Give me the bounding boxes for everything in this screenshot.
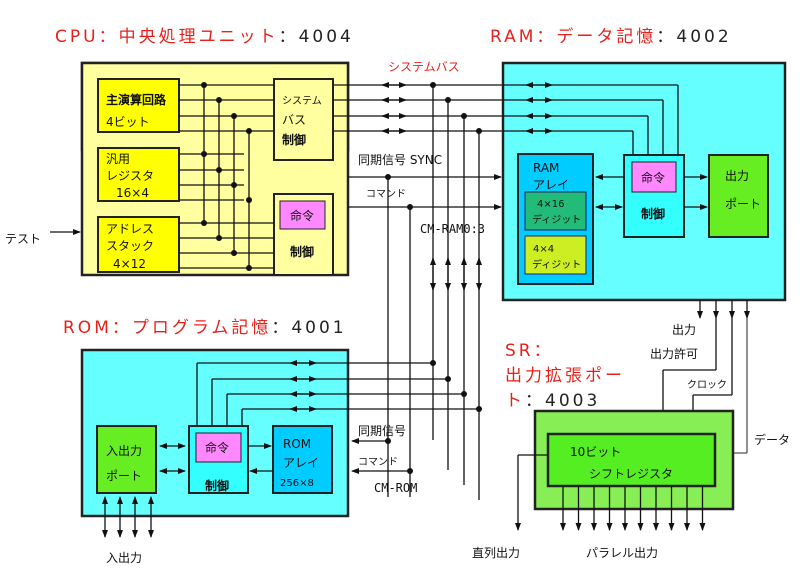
rom-internal-arrows	[159, 443, 273, 474]
cpu-title: CPU：中央処理ユニット：4004	[55, 27, 354, 47]
rom-array-box	[272, 425, 333, 494]
ram-internal-arrows	[595, 174, 708, 210]
serial-output-line	[515, 454, 548, 531]
register-size: 16×4	[116, 186, 149, 200]
system-bus-label: システムバス	[388, 60, 460, 74]
stack-box	[97, 216, 180, 273]
data-label: データ	[754, 432, 790, 447]
rom-io-port-box	[96, 425, 157, 494]
ram-instruction-label: 命令	[641, 170, 665, 185]
cpu-bus-junctions	[201, 82, 252, 271]
register-label1: 汎用	[106, 152, 130, 166]
rom-instruction-label: 命令	[205, 440, 229, 455]
rom-io-port-label2: ポート	[106, 469, 142, 483]
ram-control-label: 制御	[641, 206, 665, 221]
serial-output-label: 直列出力	[472, 546, 520, 560]
bus-control-box	[273, 78, 334, 161]
parallel-output-label: パラレル出力	[586, 546, 658, 560]
alu-label: 主演算回路	[106, 92, 167, 107]
alu-box	[97, 78, 180, 133]
bus-control-label3: 制御	[282, 132, 306, 147]
ram-array-label2: アレイ	[533, 178, 569, 192]
alu-bits: 4ビット	[106, 115, 150, 129]
stack-label2: スタック	[106, 239, 154, 253]
command-junction	[407, 204, 413, 210]
rom-title: ROM：プログラム記憶：4001	[63, 318, 347, 338]
ram-output-port-label2: ポート	[725, 197, 761, 211]
rom-bus-junctions	[430, 360, 482, 412]
shift-register-box	[546, 432, 717, 488]
ram-4x4-label2: ディジット	[532, 258, 581, 271]
test-label: テスト	[5, 232, 41, 246]
system-bus-junctions	[430, 82, 482, 134]
shift-register-label1: 10ビット	[570, 445, 621, 459]
sr-title-line1: SR：	[505, 341, 554, 361]
rom-io-port-label1: 入出力	[106, 444, 142, 458]
cpu-control-label: 制御	[290, 244, 314, 259]
ram-4x16-label2: ディジット	[532, 213, 581, 226]
rom-control-label: 制御	[205, 478, 229, 493]
output-enable-label: 出力許可	[650, 347, 698, 361]
ram-output-port-label1: 出力	[725, 169, 749, 183]
clock-label: クロック	[687, 379, 727, 391]
rom-array-label1: ROM	[283, 437, 311, 451]
cm-rom-label: CM-ROM	[374, 481, 417, 495]
output-label: 出力	[672, 323, 696, 337]
sync-label: 同期信号 SYNC	[358, 153, 442, 167]
rom-io-lines	[102, 496, 154, 538]
stack-size: 4×12	[113, 257, 146, 271]
bus-control-label2: バス	[282, 113, 306, 127]
cm-ram-label: CM-RAM0:3	[420, 222, 485, 236]
cpu-instruction-label: 命令	[290, 208, 314, 223]
bus-control-label1: システム	[282, 95, 322, 107]
command-label: コマンド	[366, 189, 406, 200]
ram-output-port-box	[708, 154, 769, 238]
ram-bus-arrows	[525, 82, 553, 134]
ram-array-label1: RAM	[533, 161, 559, 175]
ram-title: RAM：データ記憶：4002	[490, 26, 732, 47]
parallel-output-lines	[560, 487, 706, 531]
rom-array-size: 256×8	[280, 478, 314, 489]
rom-io-label: 入出力	[106, 551, 142, 565]
shift-register-label2: シフトレジスタ	[589, 467, 673, 481]
ram-4x16-box	[524, 191, 587, 231]
sync-rom-junction	[385, 438, 391, 444]
rom-array-label2: アレイ	[283, 456, 319, 470]
command-rom-junction	[407, 468, 413, 474]
sync-rom-label: 同期信号	[358, 424, 406, 438]
sr-title-line2: 出力拡張ポー	[505, 366, 625, 386]
rom-instruction-box	[195, 432, 242, 463]
stack-label1: アドレス	[106, 222, 154, 236]
sr-title-line3: ト：4003	[505, 391, 600, 411]
ram-4x4-box	[524, 235, 587, 275]
ram-instruction-box	[631, 161, 677, 193]
cpu-instruction-box	[279, 200, 326, 230]
command-rom-label: コマンド	[358, 457, 398, 468]
register-box	[97, 147, 180, 202]
sync-junction	[385, 174, 391, 180]
ram-4x4-label1: 4×4	[533, 244, 554, 255]
rom-bus-arrows	[289, 360, 317, 412]
ram-4x16-label1: 4×16	[537, 199, 564, 210]
register-label2: レジスタ	[106, 169, 154, 183]
